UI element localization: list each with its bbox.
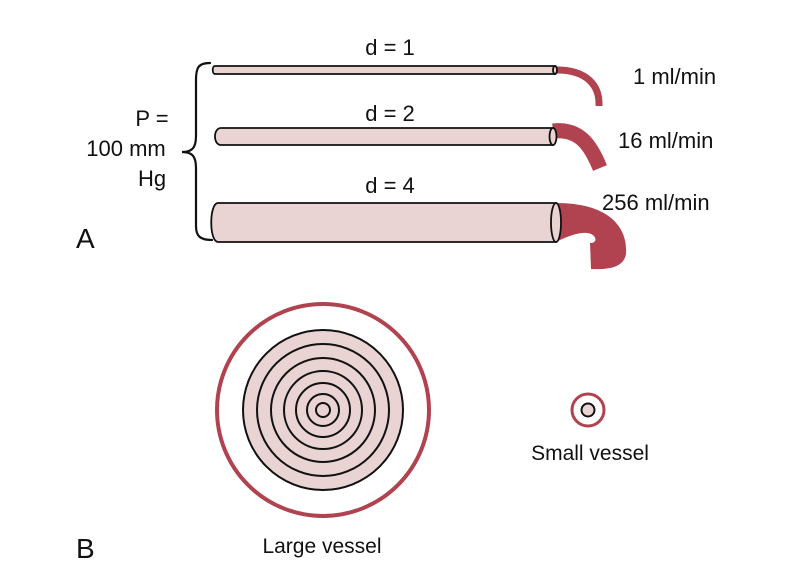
large-vessel-lamina-5 (306, 393, 340, 427)
tube-d4-flow-label: 256 ml/min (602, 190, 710, 215)
tube-d2-end (548, 127, 558, 146)
tube-d4-diameter-label: d = 4 (365, 173, 415, 198)
tube-d4: d = 4 256 ml/min (210, 173, 710, 270)
large-vessel-lamina-2 (270, 357, 376, 463)
pressure-label-line-3: Hg (138, 166, 166, 191)
pressure-label-line-1: P = (135, 106, 168, 131)
panel-a-letter: A (76, 223, 95, 254)
pressure-label-line-2: 100 mm (86, 136, 165, 161)
tube-d1-end (552, 65, 558, 75)
tube-d1-body (211, 65, 556, 75)
small-vessel-lumen (580, 402, 596, 418)
large-vessel: Large vessel (215, 302, 431, 558)
large-vessel-lumen (242, 329, 404, 491)
tube-d2-body (214, 127, 554, 146)
tube-d2-diameter-label: d = 2 (365, 101, 415, 126)
tube-d2: d = 2 16 ml/min (214, 101, 713, 171)
large-vessel-lamina-6 (315, 402, 331, 418)
small-vessel: Small vessel (531, 392, 649, 465)
tube-d1: d = 1 1 ml/min (211, 35, 716, 107)
large-vessel-lamina-3 (283, 370, 363, 450)
pressure-brace (181, 61, 214, 242)
tube-d1-flow-label: 1 ml/min (633, 64, 716, 89)
panel-b-letter: B (76, 533, 95, 564)
tube-d1-outflow (556, 66, 603, 107)
small-vessel-label: Small vessel (531, 442, 649, 465)
large-vessel-label: Large vessel (262, 535, 381, 558)
tube-d4-end (550, 202, 562, 243)
tube-d1-diameter-label: d = 1 (365, 35, 415, 60)
tube-d2-flow-label: 16 ml/min (618, 128, 713, 153)
tube-d2-outflow (552, 123, 607, 171)
tube-d4-outflow (556, 203, 627, 270)
large-vessel-lamina-4 (295, 382, 351, 438)
tube-d4-body (210, 202, 557, 243)
large-vessel-lamina-1 (256, 343, 390, 477)
